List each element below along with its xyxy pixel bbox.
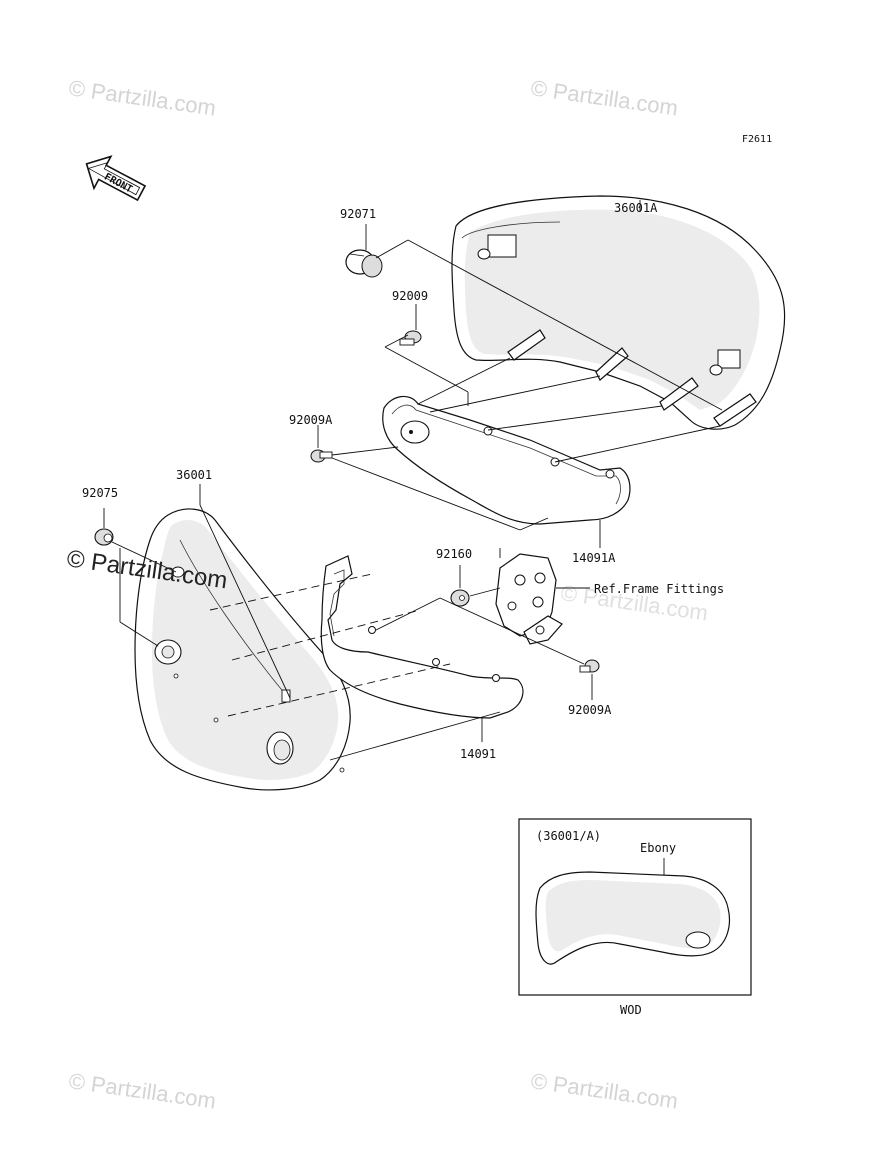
label-92009a-lower: 92009A xyxy=(568,703,612,717)
right-bracket xyxy=(382,395,631,525)
label-14091: 14091 xyxy=(460,747,496,761)
watermark-top-left: © Partzilla.com xyxy=(67,75,217,120)
grommet-92075 xyxy=(94,528,114,546)
watermark-bottom-right: © Partzilla.com xyxy=(529,1068,679,1113)
collar-92160 xyxy=(450,589,470,607)
label-14091a: 14091A xyxy=(572,551,616,565)
label-92160: 92160 xyxy=(436,547,472,561)
color-variant-inset: (36001/A) Ebony xyxy=(518,818,752,996)
label-36001a: 36001A xyxy=(614,201,658,215)
damper-92071 xyxy=(345,249,383,278)
ref-frame-fittings: Ref.Frame Fittings xyxy=(594,582,724,596)
right-assembly-lines xyxy=(317,200,723,548)
label-92009a-upper: 92009A xyxy=(289,413,333,427)
figure-code: F2611 xyxy=(742,134,772,145)
left-side-cover xyxy=(134,508,351,791)
label-92075: 92075 xyxy=(82,486,118,500)
front-arrow-icon: FRONT xyxy=(85,155,147,202)
bolt-92009a-upper xyxy=(310,449,333,463)
label-36001: 36001 xyxy=(176,468,212,482)
watermark-bottom-left: © Partzilla.com xyxy=(67,1068,217,1113)
inset-footer: WOD xyxy=(620,1003,642,1017)
watermark-top-right: © Partzilla.com xyxy=(529,75,679,120)
bolt-92009a-lower xyxy=(579,659,600,673)
inset-header: (36001/A) xyxy=(536,829,601,843)
right-side-cover xyxy=(451,195,786,430)
label-92009: 92009 xyxy=(392,289,428,303)
label-92071: 92071 xyxy=(340,207,376,221)
inset-color-name: Ebony xyxy=(640,841,676,855)
left-bracket xyxy=(320,555,524,719)
frame-fitting-plate xyxy=(495,553,563,645)
left-assembly-lines xyxy=(103,484,593,761)
